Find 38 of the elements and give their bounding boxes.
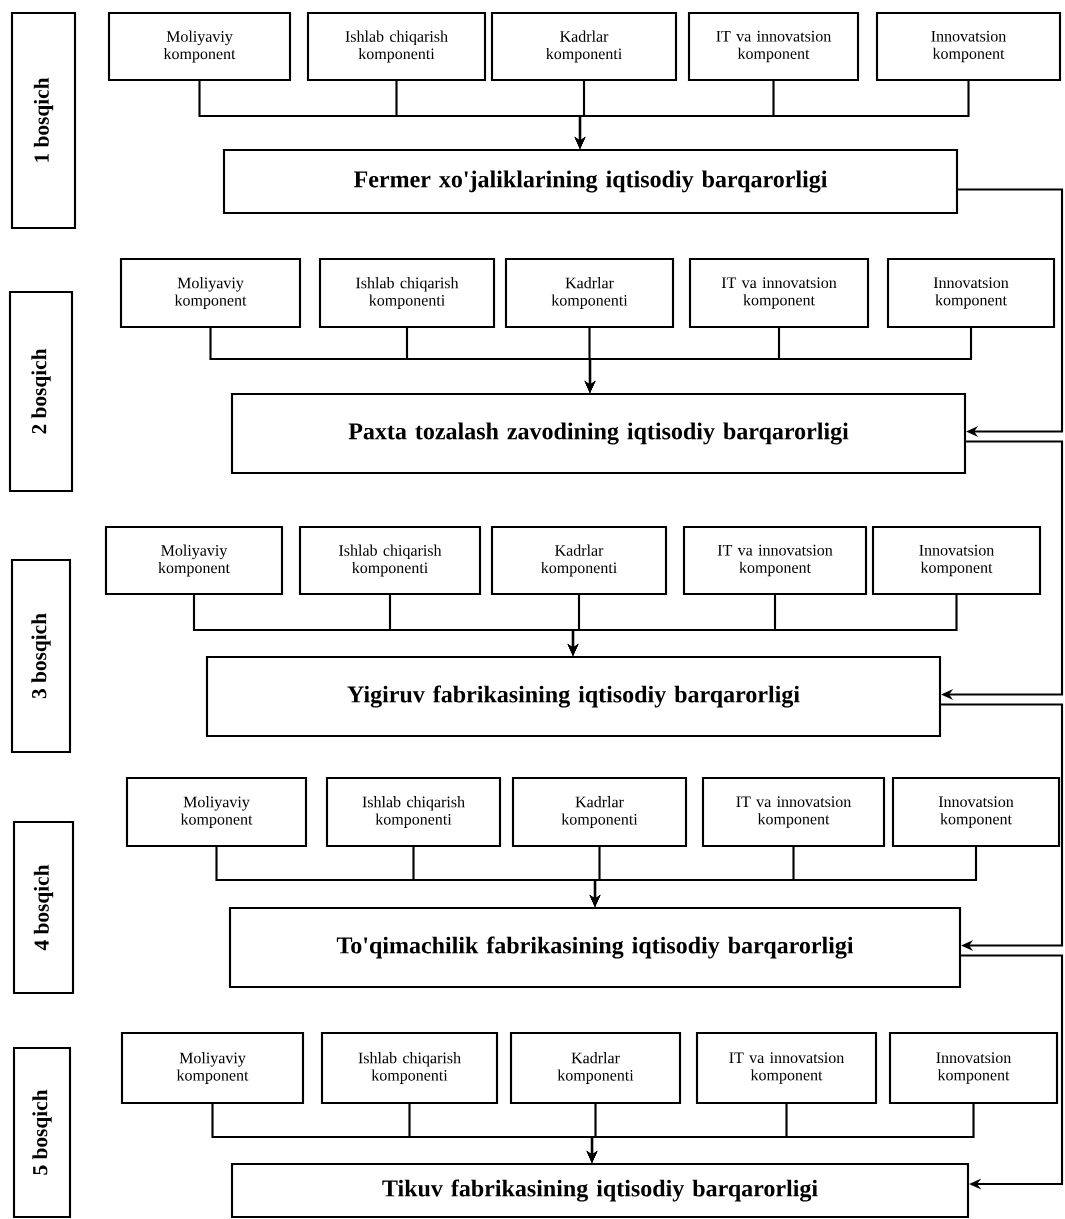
component-box: Innovatsion komponent (888, 1031, 1059, 1105)
component-box: Innovatsion komponent (886, 257, 1056, 329)
component-box: IT va innovatsion komponent (701, 776, 886, 848)
stage-label-box: 4 bosqich (12, 820, 75, 995)
component-box: Ishlab chiqarish komponenti (306, 11, 487, 82)
component-box: Ishlab chiqarish komponenti (320, 1031, 499, 1105)
connector-arrow (961, 954, 1064, 1190)
connector-arrow (941, 703, 1064, 951)
component-box: Ishlab chiqarish komponenti (325, 776, 502, 848)
component-box: Ishlab chiqarish komponenti (298, 525, 482, 596)
stage-box: Yigiruv fabrikasining iqtisodiy barqarorligi (205, 655, 942, 738)
component-box: Moliyaviy komponent (119, 257, 302, 329)
component-box: Innovatsion komponent (871, 525, 1042, 596)
stage-box: To'qimachilik fabrikasining iqtisodiy barqarorligi (228, 906, 962, 989)
stage-label-box: 2 bosqich (8, 290, 74, 493)
component-box: Innovatsion komponent (875, 11, 1062, 82)
stage-label-box: 5 bosqich (12, 1046, 72, 1219)
component-box: IT va innovatsion komponent (682, 525, 868, 596)
component-box: IT va innovatsion komponent (695, 1031, 878, 1105)
component-box: Moliyaviy komponent (107, 11, 292, 82)
stage-box: Tikuv fabrikasining iqtisodiy barqarorligi (230, 1162, 970, 1219)
component-box: Kadrlar komponenti (504, 257, 675, 329)
stage-label-box: 3 bosqich (10, 558, 72, 754)
stage-box: Paxta tozalash zavodining iqtisodiy barqarorligi (230, 392, 967, 475)
component-box: Kadrlar komponenti (490, 11, 678, 82)
stage-box: Fermer xo'jaliklarining iqtisodiy barqarorligi (222, 148, 959, 215)
component-box: Ishlab chiqarish komponenti (318, 257, 496, 329)
stage-label-box: 1 bosqich (10, 11, 77, 230)
component-box: Innovatsion komponent (891, 776, 1061, 848)
connector-arrow (958, 188, 1064, 437)
component-box: Kadrlar komponenti (490, 525, 668, 596)
component-box: IT va innovatsion komponent (687, 11, 860, 82)
component-box: Kadrlar komponenti (511, 776, 688, 848)
component-box: Kadrlar komponenti (509, 1031, 682, 1105)
component-box: Moliyaviy komponent (125, 776, 308, 848)
component-box: Moliyaviy komponent (104, 525, 284, 596)
component-box: IT va innovatsion komponent (688, 257, 870, 329)
component-box: Moliyaviy komponent (120, 1031, 305, 1105)
